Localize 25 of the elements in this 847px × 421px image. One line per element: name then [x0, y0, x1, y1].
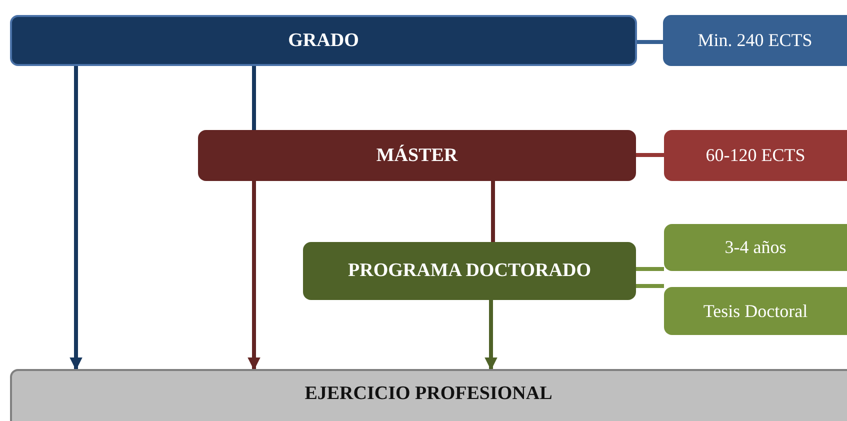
outcome-box — [10, 369, 847, 421]
connector-line — [491, 181, 495, 242]
credits-box — [664, 130, 847, 181]
connector-line — [636, 284, 664, 288]
level-box — [198, 130, 636, 181]
box-label: Min. 240 ECTS — [698, 29, 812, 52]
level-box — [10, 15, 637, 66]
box-label: GRADO — [288, 28, 359, 52]
box-label: Tesis Doctoral — [703, 300, 808, 322]
connector-line — [636, 267, 664, 271]
arrow — [248, 181, 260, 370]
arrow — [70, 66, 82, 370]
box-label: PROGRAMA DOCTORADO — [348, 259, 591, 283]
level-box — [303, 242, 636, 300]
connector-line — [636, 153, 664, 157]
box-label: 60-120 ECTS — [706, 144, 806, 167]
box-label: 3-4 años — [724, 236, 786, 259]
arrow — [484, 300, 498, 370]
box-label: MÁSTER — [376, 144, 458, 168]
duration-box — [664, 224, 847, 271]
connector-line — [252, 66, 256, 130]
thesis-box — [664, 287, 847, 335]
connector-line — [637, 40, 663, 44]
credits-box — [663, 15, 847, 66]
box-label: EJERCICIO PROFESIONAL — [304, 382, 552, 406]
